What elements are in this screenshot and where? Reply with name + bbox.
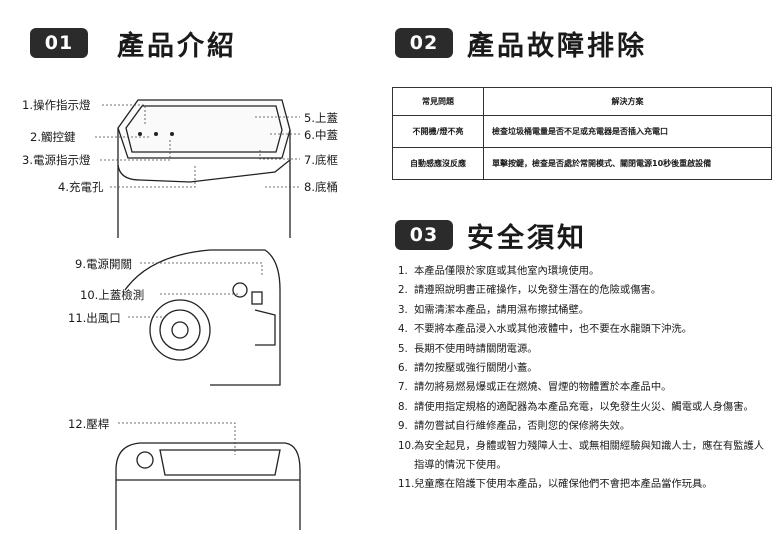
problem-cell: 不開機/燈不亮 <box>392 115 484 148</box>
label-power-switch: 9.電源開關 <box>75 257 132 271</box>
item-text: 請勿按壓或強行關閉小蓋。 <box>414 362 538 375</box>
item-number: 2. <box>398 284 408 297</box>
item-number: 5. <box>398 342 408 355</box>
item-number: 3. <box>398 303 408 316</box>
solution-cell: 檢查垃圾桶電量是否不足或充電器是否插入充電口 <box>483 115 772 148</box>
item-number: 9. <box>398 420 408 433</box>
item-number: 8. <box>398 400 408 413</box>
label-indicator-light: 1.操作指示燈 <box>22 98 91 112</box>
table-row: 不開機/燈不亮 檢查垃圾桶電量是否不足或充電器是否插入充電口 <box>392 115 772 148</box>
item-text: 請遵照說明書正確操作，以免發生潛在的危險或傷害。 <box>414 284 662 297</box>
item-text: 不要將本產品浸入水或其他液體中，也不要在水龍頭下沖洗。 <box>414 323 693 336</box>
item-text: 請使用指定規格的適配器為本產品充電，以免發生火災、觸電或人身傷害。 <box>414 400 754 413</box>
table-header-row: 常見問題 解決方案 <box>392 87 772 116</box>
list-item: 8. 請使用指定規格的適配器為本產品充電，以免發生火災、觸電或人身傷害。 <box>398 398 768 417</box>
label-air-outlet: 11.出風口 <box>68 311 121 325</box>
section-number-badge: 03 <box>395 220 453 250</box>
section-title-product-intro: 產品介紹 <box>117 31 237 62</box>
label-lid-sensor: 10.上蓋檢測 <box>80 288 145 302</box>
leader-lines <box>95 104 300 455</box>
item-text: 本產品僅限於家庭或其他室內環境使用。 <box>414 265 600 277</box>
bin-top-diagram <box>117 99 291 238</box>
problem-cell: 自動感應沒反應 <box>392 147 484 180</box>
label-bottom-frame: 7.底框 <box>304 153 338 167</box>
bin-side-diagram <box>124 249 281 386</box>
section-title-safety: 安全須知 <box>467 223 587 254</box>
label-touch-key: 2.觸控鍵 <box>30 130 76 144</box>
list-item: 2. 請遵照說明書正確操作，以免發生潛在的危險或傷害。 <box>398 281 768 300</box>
item-number: 11. <box>398 478 415 491</box>
list-item: 4. 不要將本產品浸入水或其他液體中，也不要在水龍頭下沖洗。 <box>398 320 768 339</box>
item-number: 1. <box>398 265 408 277</box>
item-number: 4. <box>398 323 408 336</box>
item-text: 如需清潔本產品，請用濕布擦拭桶壁。 <box>414 303 590 316</box>
label-top-lid: 5.上蓋 <box>304 111 338 125</box>
list-item: 5. 長期不使用時請關閉電源。 <box>398 340 768 359</box>
label-bottom-bucket: 8.底桶 <box>304 180 338 194</box>
section-number-badge: 01 <box>30 28 88 58</box>
bin-buttons <box>138 132 174 136</box>
list-item: 10.為安全起見，身體或智力殘障人士、或無相關經驗與知識人士，應在有監護人指導的… <box>398 437 768 476</box>
label-middle-lid: 6.中蓋 <box>304 128 338 142</box>
column-header: 常見問題 <box>392 87 484 116</box>
label-press-bar: 12.壓桿 <box>68 417 110 431</box>
label-power-indicator: 3.電源指示燈 <box>22 153 91 167</box>
item-text: 請勿嘗試自行維修產品，否則您的保修將失效。 <box>414 420 631 433</box>
list-item: 1. 本產品僅限於家庭或其他室內環境使用。 <box>398 262 768 281</box>
troubleshooting-table: 常見問題 解決方案 不開機/燈不亮 檢查垃圾桶電量是否不足或充電器是否插入充電口… <box>392 87 772 180</box>
item-text: 兒童應在陪護下使用本產品，以確保他們不會把本產品當作玩具。 <box>414 478 713 491</box>
item-text: 請勿將易燃易爆或正在燃燒、冒煙的物體置於本產品中。 <box>414 381 672 394</box>
item-number: 6. <box>398 362 408 375</box>
list-item: 3. 如需清潔本產品，請用濕布擦拭桶壁。 <box>398 301 768 320</box>
solution-cell: 單擊按鍵，檢查是否處於常開模式、關閉電源10秒後重啟設備 <box>483 147 772 180</box>
bin-lid-diagram <box>115 442 301 530</box>
item-text: 長期不使用時請關閉電源。 <box>414 342 538 355</box>
column-header: 解決方案 <box>483 87 772 116</box>
item-number: 10. <box>398 439 415 452</box>
list-item: 6. 請勿按壓或強行關閉小蓋。 <box>398 359 768 378</box>
section-title-troubleshooting: 產品故障排除 <box>467 31 647 62</box>
list-item: 11.兒童應在陪護下使用本產品，以確保他們不會把本產品當作玩具。 <box>398 475 768 494</box>
section-number-badge: 02 <box>395 28 453 58</box>
label-charging-port: 4.充電孔 <box>58 180 104 194</box>
list-item: 9. 請勿嘗試自行維修產品，否則您的保修將失效。 <box>398 417 768 436</box>
item-number: 7. <box>398 381 408 394</box>
table-row: 自動感應沒反應 單擊按鍵，檢查是否處於常開模式、關閉電源10秒後重啟設備 <box>392 147 772 180</box>
list-item: 7. 請勿將易燃易爆或正在燃燒、冒煙的物體置於本產品中。 <box>398 378 768 397</box>
safety-list: 1. 本產品僅限於家庭或其他室內環境使用。 2. 請遵照說明書正確操作，以免發生潛在… <box>398 262 768 495</box>
item-text: 為安全起見，身體或智力殘障人士、或無相關經驗與知識人士，應在有監護人指導的情況下… <box>414 439 765 472</box>
